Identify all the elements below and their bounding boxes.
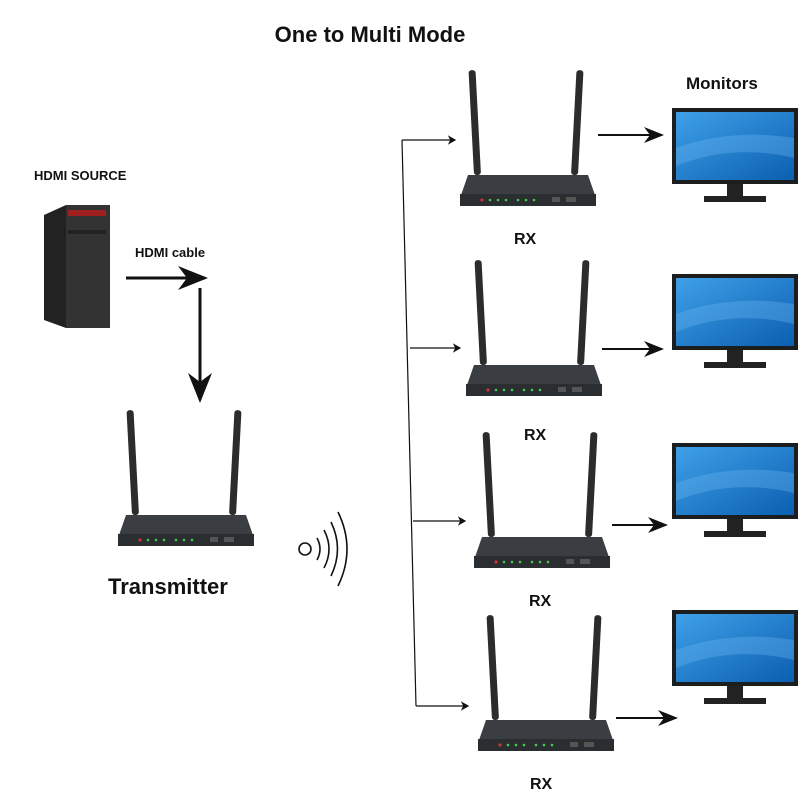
rx-device-icon-1 [460,69,596,206]
rx-label-4: RX [530,776,553,793]
hdmi-source-label: HDMI SOURCE [34,168,127,183]
transmitter-device-icon [118,409,254,546]
monitor-icon-2 [672,274,798,368]
monitor-icon-3 [672,443,798,537]
rx-device-icon-2 [466,259,602,396]
monitors-label: Monitors [686,74,758,93]
hdmi-cable-label: HDMI cable [135,245,206,260]
monitor-icon-4 [672,610,798,704]
rx-device-icon-4 [478,614,614,751]
rx-label-3: RX [529,593,552,610]
wireless-signal-icon [298,511,348,587]
distribution-line [401,139,417,707]
transmitter-label: Transmitter [108,574,228,599]
rx-label-2: RX [524,427,547,444]
monitor-icon-1 [672,108,798,202]
diagram-title: One to Multi Mode [274,22,466,47]
pc-tower-icon [44,205,110,328]
rx-label-1: RX [514,231,537,248]
rx-device-icon-3 [474,431,610,568]
